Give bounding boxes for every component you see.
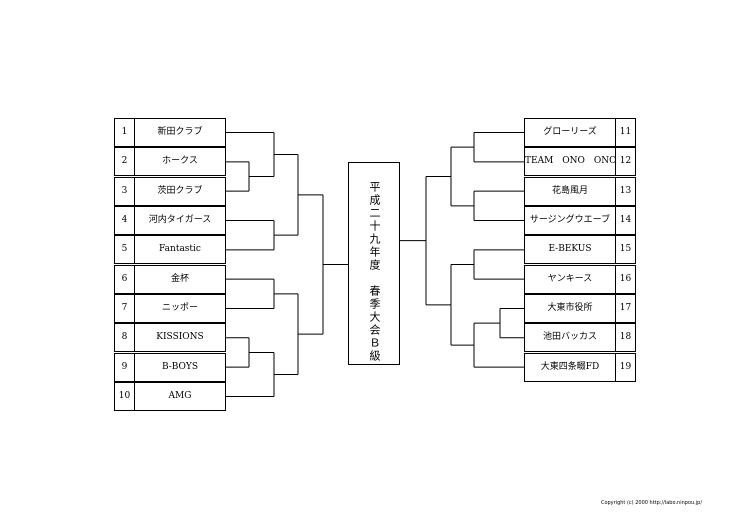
team-name: 大東市役所	[547, 302, 593, 313]
team-row: グローリーズ 11	[524, 118, 636, 147]
team-name: Fantastic	[159, 244, 201, 255]
team-name: KISSIONS	[156, 332, 204, 343]
team-seed: 19	[615, 353, 635, 381]
team-seed: 2	[115, 148, 135, 176]
team-row: 大東四条畷FD 19	[524, 352, 636, 382]
team-row: 大東市役所 17	[524, 293, 636, 323]
team-seed: 18	[615, 324, 635, 352]
team-name: 金杯	[170, 273, 189, 284]
team-row: 2 ホークス	[114, 147, 226, 177]
team-seed: 3	[115, 177, 135, 205]
team-name: 新田クラブ	[157, 127, 203, 137]
team-seed: 9	[115, 353, 135, 381]
team-seed: 5	[115, 236, 135, 264]
team-row: ヤンキース 16	[524, 264, 636, 294]
team-seed: 15	[615, 236, 635, 264]
team-row: 池田バッカス 18	[524, 323, 636, 353]
tournament-title: 平成二十九年度 春季大会Ｂ級	[368, 181, 381, 363]
team-name: 池田バッカス	[542, 332, 597, 343]
team-row: 9 B-BOYS	[114, 352, 226, 382]
team-name: グローリーズ	[543, 127, 597, 137]
team-name: 大東四条畷FD	[540, 361, 600, 372]
team-row: 4 河内タイガース	[114, 205, 226, 235]
team-seed: 7	[115, 294, 135, 322]
team-seed: 12	[615, 148, 635, 176]
team-seed: 16	[615, 265, 635, 293]
team-name: 花島風月	[551, 185, 588, 196]
team-name: 河内タイガース	[148, 214, 212, 225]
team-seed: 10	[115, 382, 135, 410]
team-seed: 6	[115, 265, 135, 293]
team-seed: 4	[115, 206, 135, 234]
team-row: 7 ニッポー	[114, 293, 226, 323]
team-seed: 17	[615, 294, 635, 322]
team-row: 6 金杯	[114, 264, 226, 294]
team-seed: 13	[615, 177, 635, 205]
team-name: E-BEKUS	[548, 244, 592, 255]
team-name: ヤンキース	[547, 273, 593, 284]
team-seed: 8	[115, 324, 135, 352]
team-name: サージングウエーブ	[529, 214, 611, 225]
team-name: TEAM ONO ONO	[525, 156, 615, 167]
team-seed: 1	[115, 119, 135, 146]
team-row: 1 新田クラブ	[114, 118, 226, 147]
team-row: 3 茨田クラブ	[114, 176, 226, 206]
team-name: ホークス	[162, 156, 198, 167]
team-row: サージングウエーブ 14	[524, 205, 636, 235]
center-title-box: 平成二十九年度 春季大会Ｂ級	[348, 162, 400, 365]
team-seed: 11	[615, 119, 635, 146]
team-row: 8 KISSIONS	[114, 323, 226, 353]
team-seed: 14	[615, 206, 635, 234]
copyright-text: Copyright (c) 2000 http://labo.ninpou.jp…	[600, 500, 702, 506]
team-name: B-BOYS	[161, 361, 199, 372]
team-name: ニッポー	[161, 302, 198, 313]
team-row: E-BEKUS 15	[524, 235, 636, 265]
team-row: 5 Fantastic	[114, 235, 226, 265]
team-row: 花島風月 13	[524, 176, 636, 206]
team-name: 茨田クラブ	[157, 185, 203, 196]
team-row: 10 AMG	[114, 381, 226, 411]
team-name: AMG	[168, 390, 192, 401]
